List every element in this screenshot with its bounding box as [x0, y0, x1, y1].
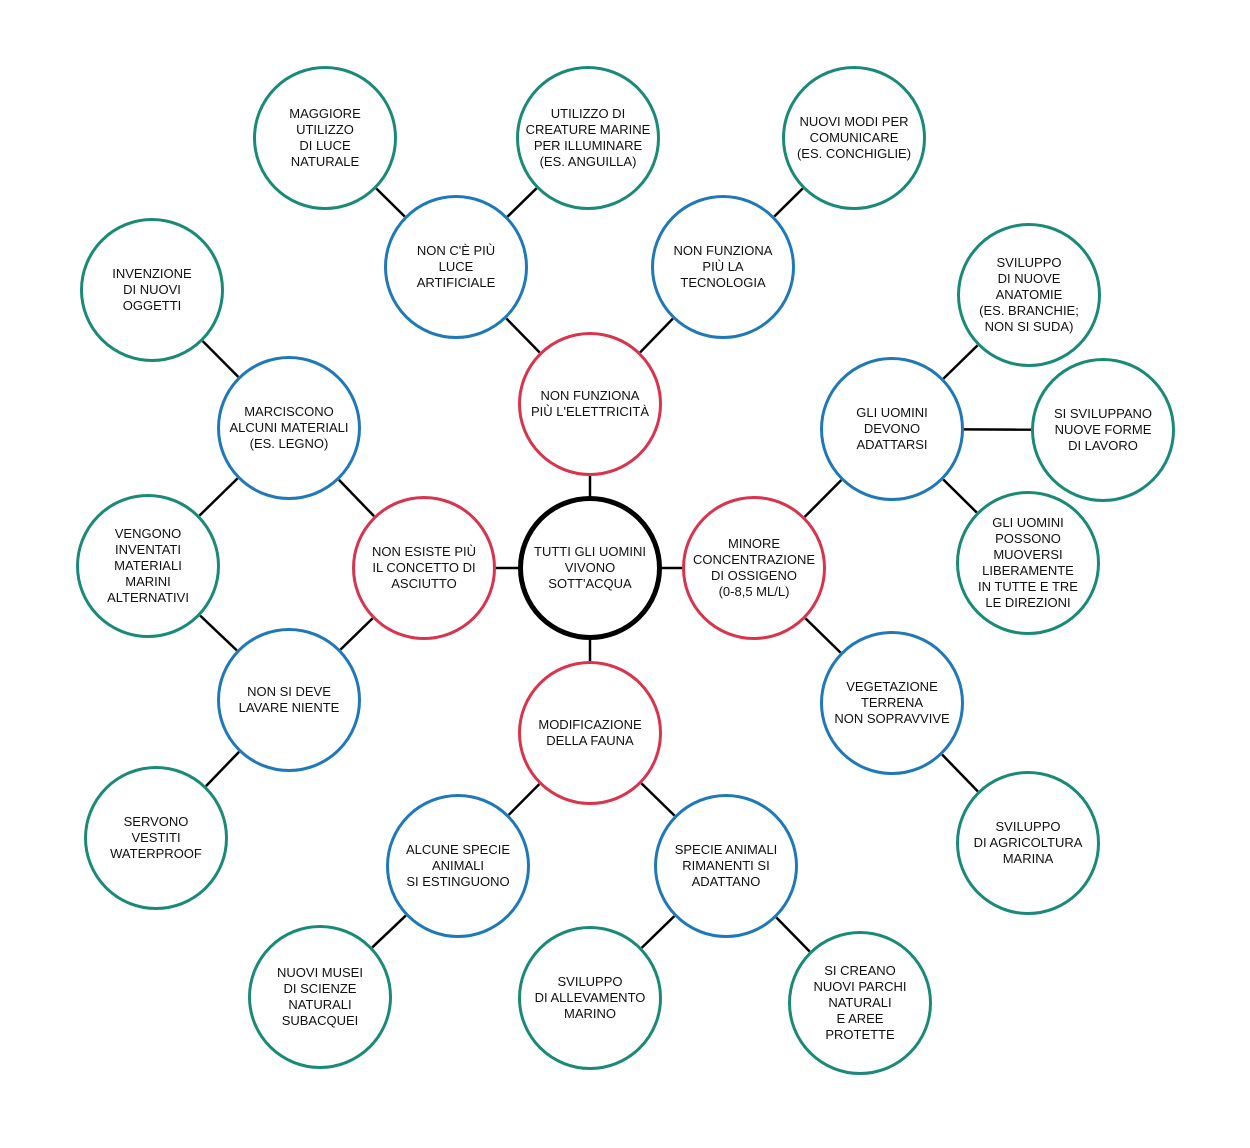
node-fauna-label: MODIFICAZIONE DELLA FAUNA	[538, 717, 642, 748]
connector-tecnologia-comunicare	[773, 187, 804, 218]
node-elettricita-label: NON FUNZIONA PIÙ L'ELETTRICITÀ	[530, 388, 650, 419]
node-asciutto: NON ESISTE PIÙ IL CONCETTO DI ASCIUTTO	[352, 496, 496, 640]
node-adattarsi: GLI UOMINI DEVONO ADATTARSI	[820, 357, 964, 501]
node-estinguono-label: ALCUNE SPECIE ANIMALI SI ESTINGUONO	[405, 842, 511, 889]
connector-luce-artificiale-luce-naturale	[375, 187, 406, 218]
node-agricoltura: SVILUPPO DI AGRICOLTURA MARINA	[956, 771, 1100, 915]
connector-asciutto-materiali	[338, 478, 375, 518]
node-waterproof: SERVONO VESTITI WATERPROOF	[84, 766, 228, 910]
node-elettricita: NON FUNZIONA PIÙ L'ELETTRICITÀ	[518, 332, 662, 476]
node-materiali-label: MARCISCONO ALCUNI MATERIALI (ES. LEGNO)	[229, 404, 349, 451]
node-center-label: TUTTI GLI UOMINI VIVONO SOTT'ACQUA	[534, 544, 646, 591]
node-parchi: SI CREANO NUOVI PARCHI NATURALI E AREE P…	[788, 931, 932, 1075]
node-tecnologia: NON FUNZIONA PIÙ LA TECNOLOGIA	[651, 195, 795, 339]
node-allevamento-label: SVILUPPO DI ALLEVAMENTO MARINO	[534, 974, 646, 1021]
connector-fauna-adattano	[640, 782, 676, 817]
connector-adattarsi-anatomie	[942, 344, 979, 380]
node-agricoltura-label: SVILUPPO DI AGRICOLTURA MARINA	[973, 819, 1083, 866]
node-direzioni: GLI UOMINI POSSONO MUOVERSI LIBERAMENTE …	[956, 491, 1100, 635]
node-anatomie-label: SVILUPPO DI NUOVE ANATOMIE (ES. BRANCHIE…	[979, 255, 1079, 334]
connector-estinguono-musei	[371, 914, 407, 949]
node-lavare-label: NON SI DEVE LAVARE NIENTE	[238, 684, 340, 715]
node-asciutto-label: NON ESISTE PIÙ IL CONCETTO DI ASCIUTTO	[371, 544, 477, 591]
connector-lavare-materiali-marini	[199, 614, 238, 652]
node-estinguono: ALCUNE SPECIE ANIMALI SI ESTINGUONO	[386, 794, 530, 938]
node-luce-artificiale: NON C'È PIÙ LUCE ARTIFICIALE	[384, 195, 528, 339]
node-luce-naturale-label: MAGGIORE UTILIZZO DI LUCE NATURALE	[289, 106, 361, 169]
node-adattarsi-label: GLI UOMINI DEVONO ADATTARSI	[856, 405, 928, 452]
node-lavare: NON SI DEVE LAVARE NIENTE	[217, 628, 361, 772]
node-direzioni-label: GLI UOMINI POSSONO MUOVERSI LIBERAMENTE …	[978, 515, 1078, 610]
node-allevamento: SVILUPPO DI ALLEVAMENTO MARINO	[518, 926, 662, 1070]
node-creature-marine-label: UTILIZZO DI CREATURE MARINE PER ILLUMINA…	[525, 106, 651, 169]
node-comunicare: NUOVI MODI PER COMUNICARE (ES. CONCHIGLI…	[782, 66, 926, 210]
node-waterproof-label: SERVONO VESTITI WATERPROOF	[110, 814, 202, 861]
node-materiali-marini-label: VENGONO INVENTATI MATERIALI MARINI ALTER…	[107, 526, 189, 605]
node-fauna: MODIFICAZIONE DELLA FAUNA	[518, 661, 662, 805]
node-creature-marine: UTILIZZO DI CREATURE MARINE PER ILLUMINA…	[516, 66, 660, 210]
connector-materiali-invenzione	[201, 340, 240, 378]
node-ossigeno-label: MINORE CONCENTRAZIONE DI OSSIGENO (0-8,5…	[692, 536, 816, 599]
connector-ossigeno-vegetazione	[804, 617, 842, 654]
node-luce-artificiale-label: NON C'È PIÙ LUCE ARTIFICIALE	[416, 243, 496, 290]
connector-adattano-parchi	[775, 916, 811, 953]
node-tecnologia-label: NON FUNZIONA PIÙ LA TECNOLOGIA	[673, 243, 773, 290]
connector-adattano-allevamento	[640, 915, 676, 949]
connector-adattarsi-direzioni	[942, 478, 978, 514]
node-adattano: SPECIE ANIMALI RIMANENTI SI ADATTANO	[654, 794, 798, 938]
node-lavoro: SI SVILUPPANO NUOVE FORME DI LAVORO	[1031, 358, 1175, 502]
node-invenzione: INVENZIONE DI NUOVI OGGETTI	[80, 218, 224, 362]
node-comunicare-label: NUOVI MODI PER COMUNICARE (ES. CONCHIGLI…	[796, 114, 912, 161]
connector-materiali-materiali-marini	[198, 477, 239, 517]
connector-ossigeno-adattarsi	[803, 479, 843, 518]
node-ossigeno: MINORE CONCENTRAZIONE DI OSSIGENO (0-8,5…	[682, 496, 826, 640]
connector-luce-artificiale-creature-marine	[506, 187, 538, 218]
node-materiali: MARCISCONO ALCUNI MATERIALI (ES. LEGNO)	[217, 356, 361, 500]
connector-elettricita-tecnologia	[639, 317, 674, 354]
node-vegetazione-label: VEGETAZIONE TERRENA NON SOPRAVVIVE	[834, 679, 950, 726]
node-invenzione-label: INVENZIONE DI NUOVI OGGETTI	[112, 266, 192, 313]
node-parchi-label: SI CREANO NUOVI PARCHI NATURALI E AREE P…	[813, 963, 907, 1042]
connector-asciutto-lavare	[339, 617, 374, 651]
node-adattano-label: SPECIE ANIMALI RIMANENTI SI ADATTANO	[674, 842, 778, 889]
node-musei: NUOVI MUSEI DI SCIENZE NATURALI SUBACQUE…	[248, 925, 392, 1069]
node-musei-label: NUOVI MUSEI DI SCIENZE NATURALI SUBACQUE…	[277, 965, 363, 1028]
connector-elettricita-luce-artificiale	[505, 317, 541, 354]
connector-lavare-waterproof	[205, 750, 240, 788]
connector-vegetazione-agricoltura	[941, 753, 979, 793]
connector-fauna-estinguono	[507, 783, 541, 816]
node-lavoro-label: SI SVILUPPANO NUOVE FORME DI LAVORO	[1053, 406, 1152, 453]
node-vegetazione: VEGETAZIONE TERRENA NON SOPRAVVIVE	[820, 631, 964, 775]
node-anatomie: SVILUPPO DI NUOVE ANATOMIE (ES. BRANCHIE…	[957, 223, 1101, 367]
node-center: TUTTI GLI UOMINI VIVONO SOTT'ACQUA	[518, 496, 662, 640]
node-materiali-marini: VENGONO INVENTATI MATERIALI MARINI ALTER…	[76, 494, 220, 638]
node-luce-naturale: MAGGIORE UTILIZZO DI LUCE NATURALE	[253, 66, 397, 210]
